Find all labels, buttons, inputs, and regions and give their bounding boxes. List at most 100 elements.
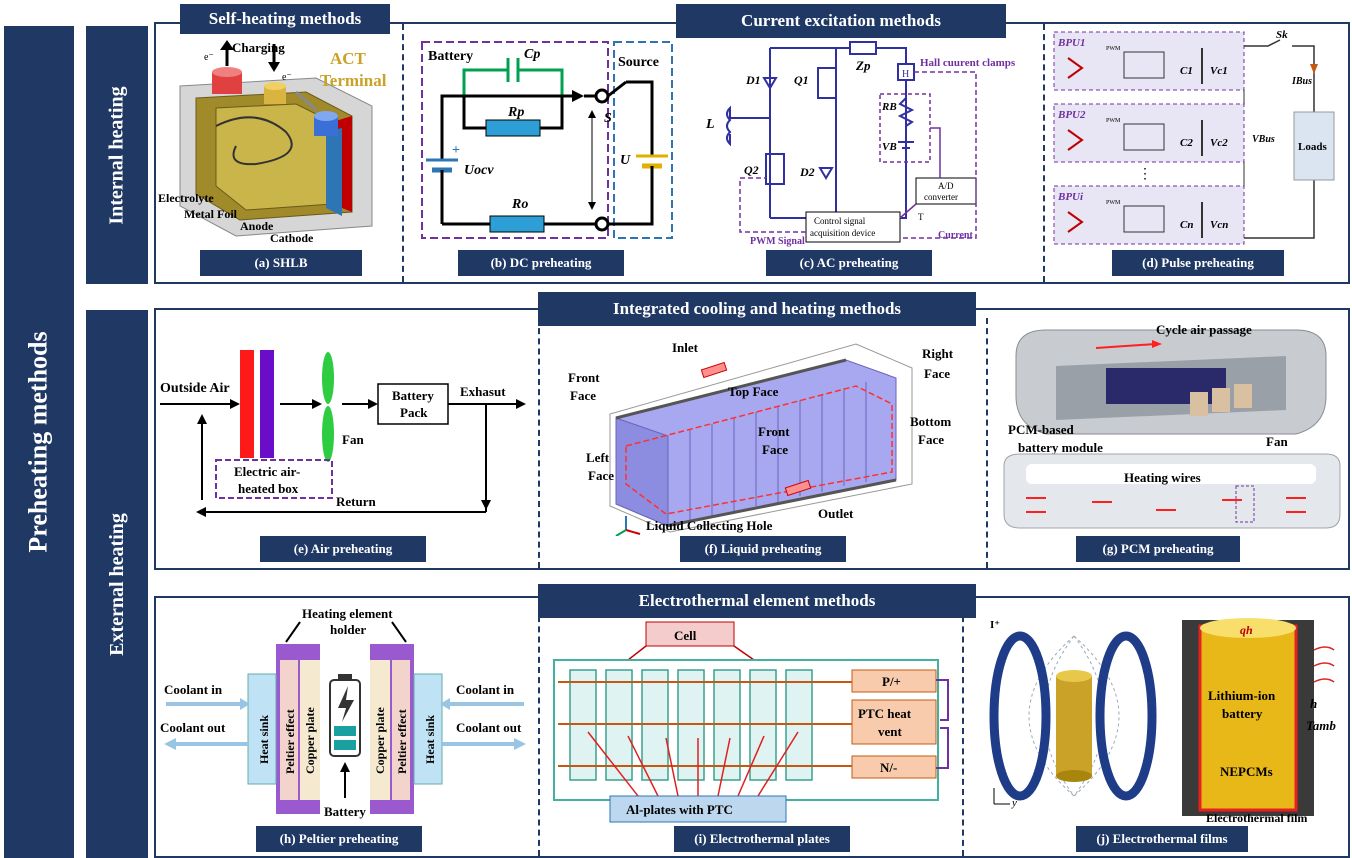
separator [962,606,964,856]
qh-label: qh [1240,623,1253,637]
converter-label: converter [924,192,958,202]
fan-label: Fan [342,432,364,447]
bpu-block-2: BPU2 PWM C2 Vc2 [1053,103,1245,163]
bpu-block-n: BPUi PWM Cn Vcn [1053,185,1245,245]
l-label: L [705,117,715,132]
peltier-label-left: Peltier effect [283,709,297,774]
c2-label: C2 [1180,137,1193,149]
loads-label: Loads [1298,141,1327,153]
act-label: ACT [330,49,367,68]
battery-label: Battery [324,804,366,819]
n-label: N/- [880,760,897,775]
hall-label: Hall cuurent clamps [920,57,1016,69]
metal-foil-label: Metal Foil [184,207,238,221]
electrothermal-films-diagram: I⁺ y qh Lithium-ion battery NEPCMs Elect… [989,618,1336,825]
rp-label: Rp [507,105,524,120]
d2-label: D2 [799,165,815,179]
sk-label: Sk [1276,29,1288,41]
caption-f: (f) Liquid preheating [680,536,846,562]
source-label: Source [618,55,659,70]
electrothermal-plates-diagram: Cell P/+ PTC heat vent N/- Al-plates wit… [553,621,949,823]
svg-text:PWM: PWM [1106,200,1121,206]
svg-text:⋮: ⋮ [1138,167,1152,182]
caption-b: (b) DC preheating [458,250,624,276]
heat-sink-label-left: Heat sink [257,715,271,764]
front-face-label2: Face [570,388,596,403]
bpu-block-1: BPU1 PWM C1 Vc1 [1053,31,1245,91]
preheating-methods-label: Preheating methods [24,331,54,553]
right-face-label: Right [922,346,954,361]
bpun-label: BPUi [1057,191,1084,203]
battery-label: battery [1222,706,1263,721]
cp-label: Cp [524,47,540,62]
internal-heating-label: Internal heating [105,85,128,225]
external-heating-bar: External heating [86,310,148,858]
caption-a: (a) SHLB [200,250,362,276]
h-label: h [1310,696,1317,711]
cycle-air-label: Cycle air passage [1156,322,1252,337]
y-axis-label: y [1011,797,1017,809]
bpu2-label: BPU2 [1057,109,1086,121]
coolant-in-left: Coolant in [164,682,223,697]
liquid-preheat-diagram: Inlet Front Face Top Face Right Face Bot… [568,340,954,536]
electrolyte-label: Electrolyte [158,191,214,205]
ptc-label: PTC heat [858,706,912,721]
tamb-label: Tamb [1306,718,1336,733]
outlet-label: Outlet [818,506,854,521]
separator [538,606,540,856]
holder-label: Heating element [302,606,393,621]
separator [402,24,404,282]
zp-label: Zp [855,58,871,73]
cell-label: Cell [674,628,697,643]
heating-wires-label: Heating wires [1124,470,1201,485]
preheating-methods-bar: Preheating methods [4,26,74,858]
battery-label: Battery [428,49,473,64]
electron-label: e⁻ [282,72,292,83]
caption-j: (j) Electrothermal films [1076,826,1248,852]
outside-air-label: Outside Air [160,381,230,396]
vc1-label: Vc1 [1210,65,1228,77]
front-face-mid-label: Front [758,424,790,439]
vbus-label: VBus [1252,134,1275,145]
ro-label: Ro [511,197,528,212]
holder-label2: holder [330,622,366,637]
c1-label: C1 [1180,65,1193,77]
battery-icon [329,674,361,757]
battery-pack-label2: Pack [400,405,428,420]
electron-label: e⁻ [204,52,214,63]
ad-label: A/D [938,181,954,191]
rb-label: RB [881,101,897,113]
header-electrothermal: Electrothermal element methods [538,584,976,618]
ibus-label: IBus [1291,76,1312,87]
terminal-label: Terminal [320,71,387,90]
bpu1-label: BPU1 [1057,37,1086,49]
al-plates-label: Al-plates with PTC [626,802,733,817]
p-label: P/+ [882,674,901,689]
ctrl-label2: acquisition device [810,228,875,238]
separator [538,318,540,568]
vb-label: VB [882,141,897,153]
caption-c: (c) AC preheating [766,250,932,276]
nepcm-label: NEPCMs [1220,764,1273,779]
external-heating-label: External heating [105,512,128,656]
q2-label: Q2 [744,163,759,177]
pcm-module-label2: battery module [1018,440,1103,455]
vc2-label: Vc2 [1210,137,1228,149]
svg-text:PWM: PWM [1106,46,1121,52]
current-i-label: I⁺ [990,619,1000,631]
heat-sink-label-right: Heat sink [423,715,437,764]
ctrl-label: Control signal [814,216,866,226]
svg-text:H: H [902,69,909,80]
coolant-out-right: Coolant out [456,720,522,735]
air-preheat-diagram: Outside Air Fan Battery Pack Exhasut Ele… [160,350,526,517]
shlb-diagram: e⁻ e⁻ Charging ACT Terminal Electrolyte … [158,40,387,245]
caption-h: (h) Peltier preheating [256,826,422,852]
ptc-label2: vent [878,724,903,739]
internal-heating-bar: Internal heating [86,26,148,284]
t-label: T [918,212,924,222]
caption-e: (e) Air preheating [260,536,426,562]
top-face-label: Top Face [728,384,779,399]
exhaust-label: Exhasut [460,384,506,399]
copper-label-left: Copper plate [303,707,317,774]
d1-label: D1 [745,73,761,87]
